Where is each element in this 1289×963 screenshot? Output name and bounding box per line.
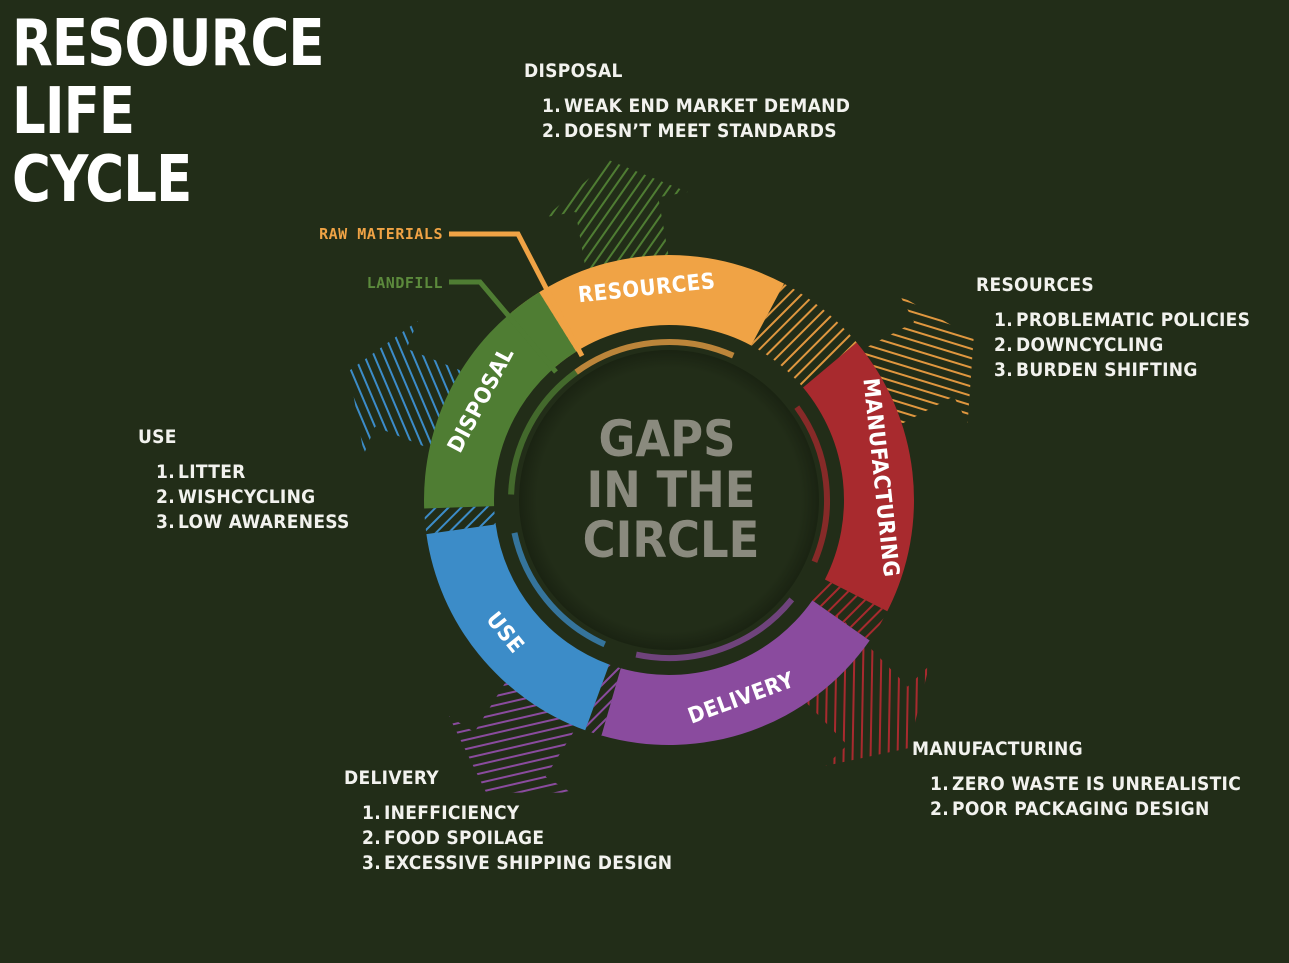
- list-item: 2.DOESN’T MEET STANDARDS: [542, 120, 837, 142]
- center-label-line-3: CIRCLE: [583, 511, 760, 569]
- list-item: 2.WISHCYCLING: [156, 486, 316, 508]
- manufacturing-gaps: MANUFACTURING 1.ZERO WASTE IS UNREALISTI…: [912, 738, 1241, 822]
- inner-thin-ring: [508, 339, 830, 661]
- gap-hatch: [585, 664, 621, 736]
- list-item: 1.LITTER: [156, 461, 246, 483]
- inner-arc-delivery: [635, 597, 795, 661]
- inner-arc-resources: [574, 339, 735, 375]
- inner-arc-use: [511, 532, 606, 648]
- use-gaps-heading: USE: [138, 426, 177, 448]
- use-gaps: USE 1.LITTER 2.WISHCYCLING 3.LOW AWARENE…: [138, 426, 350, 535]
- cycle-ring: [424, 255, 914, 745]
- list-item: 2.POOR PACKAGING DESIGN: [930, 798, 1210, 820]
- page-title: RESOURCE LIFE CYCLE: [12, 7, 325, 217]
- landfill-label: LANDFILL: [367, 274, 443, 292]
- disposal-gaps: DISPOSAL 1.WEAK END MARKET DEMAND 2.DOES…: [524, 60, 850, 144]
- list-item: 1.WEAK END MARKET DEMAND: [542, 95, 851, 117]
- raw-materials-callout-line: [449, 231, 585, 358]
- title-line-1: RESOURCE: [12, 7, 325, 81]
- disposal-gaps-heading: DISPOSAL: [524, 60, 623, 82]
- gap-hatch: [751, 283, 857, 388]
- segment-disposal: [424, 292, 577, 509]
- delivery-gaps: DELIVERY 1.INEFFICIENCY 2.FOOD SPOILAGE …: [344, 767, 672, 876]
- inner-arc-disposal: [508, 369, 578, 495]
- list-item: 1.INEFFICIENCY: [362, 802, 520, 824]
- center-label-line-1: GAPS: [598, 410, 735, 468]
- segment-delivery: [601, 600, 870, 745]
- center-label-line-2: IN THE: [586, 461, 755, 519]
- list-item: 3.BURDEN SHIFTING: [994, 359, 1198, 381]
- segment-use: [426, 524, 610, 731]
- gap-hatch: [511, 292, 577, 366]
- segment-manufacturing: [803, 342, 914, 612]
- title-line-3: CYCLE: [12, 143, 192, 217]
- list-item: 3.EXCESSIVE SHIPPING DESIGN: [362, 852, 673, 874]
- manufacturing-gaps-heading: MANUFACTURING: [912, 738, 1083, 760]
- delivery-gaps-heading: DELIVERY: [344, 767, 439, 789]
- resources-gaps: RESOURCES 1.PROBLEMATIC POLICIES 2.DOWNC…: [976, 274, 1250, 383]
- gap-hatch: [812, 579, 888, 641]
- raw-materials-label: RAW MATERIALS: [319, 225, 443, 243]
- list-item: 1.PROBLEMATIC POLICIES: [994, 309, 1251, 331]
- list-item: 1.ZERO WASTE IS UNREALISTIC: [930, 773, 1242, 795]
- list-item: 3.LOW AWARENESS: [156, 511, 350, 533]
- list-item: 2.FOOD SPOILAGE: [362, 827, 545, 849]
- inner-circle: [519, 350, 819, 650]
- gap-hatch: [424, 506, 496, 535]
- landfill-callout-line: [449, 279, 558, 374]
- inner-arc-manufacturing: [794, 405, 830, 563]
- title-line-2: LIFE: [12, 75, 135, 149]
- list-item: 2.DOWNCYCLING: [994, 334, 1164, 356]
- segment-resources: [511, 255, 785, 366]
- resources-gaps-heading: RESOURCES: [976, 274, 1094, 296]
